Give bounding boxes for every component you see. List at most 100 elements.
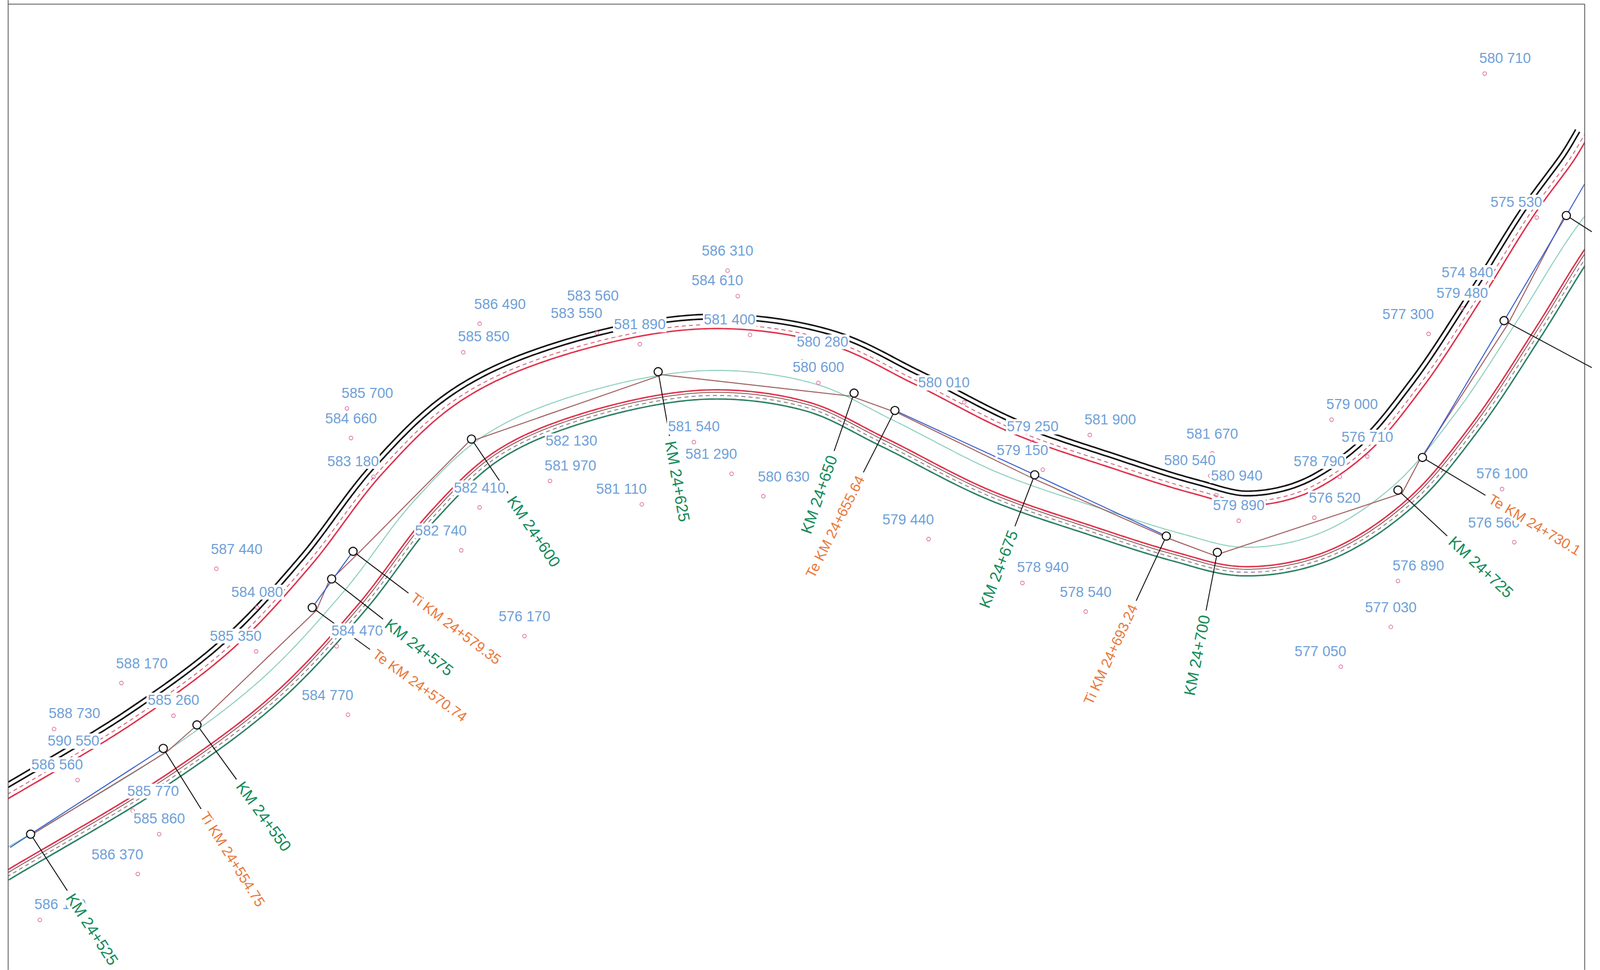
leader-line <box>834 396 853 451</box>
survey-point <box>725 268 730 273</box>
elevation-label: 585 770 <box>126 783 181 799</box>
elevation-label: 583 550 <box>549 305 604 321</box>
elevation-label: 576 520 <box>1308 490 1362 506</box>
elevation-label: 581 970 <box>543 458 598 473</box>
elevation-label: 584 470 <box>330 623 384 638</box>
survey-point <box>1312 515 1316 520</box>
leader-line <box>863 414 893 473</box>
elevation-label: 586 370 <box>90 846 145 862</box>
station-label: KM 24+675 <box>975 526 1022 611</box>
elevation-label: 576 890 <box>1391 558 1446 573</box>
survey-point <box>477 505 482 509</box>
elevation-label: 588 170 <box>114 655 169 671</box>
station-marker <box>467 434 476 443</box>
elevation-label: 585 260 <box>146 692 201 708</box>
survey-point <box>345 712 350 717</box>
survey-point <box>1365 454 1370 459</box>
survey-point <box>254 648 259 653</box>
elevation-label: 581 890 <box>613 316 667 332</box>
elevation-label: 580 940 <box>1209 468 1264 483</box>
station-marker <box>1418 453 1427 462</box>
survey-point <box>461 350 465 354</box>
elevation-label: 579 440 <box>881 512 936 527</box>
elevation-label: 579 250 <box>1006 418 1060 434</box>
station-marker <box>1030 470 1039 479</box>
survey-point <box>747 332 752 337</box>
road-edge <box>7 129 1576 808</box>
elevation-label: 577 300 <box>1381 306 1436 322</box>
elevation-label: 579 480 <box>1435 285 1490 301</box>
elevation-label: 582 740 <box>414 523 469 538</box>
survey-point <box>157 832 161 836</box>
leader-line <box>165 751 201 809</box>
elevation-label: 579 150 <box>995 442 1050 458</box>
elevation-label: 585 700 <box>340 385 395 401</box>
elevation-label: 580 010 <box>917 375 972 390</box>
survey-line <box>894 410 1167 536</box>
leader-line <box>334 581 383 619</box>
elevation-label: 581 400 <box>702 312 757 327</box>
elevation-label: 585 860 <box>132 810 187 826</box>
station-marker <box>654 367 663 376</box>
leader-line <box>1507 322 1592 368</box>
survey-point <box>1512 540 1516 544</box>
leader-line <box>199 727 237 780</box>
survey-point <box>171 713 176 718</box>
survey-point <box>1020 580 1025 585</box>
elevation-label: 576 710 <box>1340 429 1395 445</box>
road-edge <box>8 171 1585 880</box>
survey-point <box>640 502 644 507</box>
station-marker <box>327 574 336 583</box>
station-marker <box>349 546 358 555</box>
design-edge <box>7 166 1585 872</box>
survey-point <box>38 917 42 922</box>
curve-point-label: Ti KM 24+693.24 <box>1080 600 1141 708</box>
survey-point <box>371 474 376 479</box>
elevation-label: 575 530 <box>1489 194 1544 210</box>
survey-point <box>135 871 140 876</box>
survey-point <box>637 342 642 346</box>
survey-point <box>816 380 821 385</box>
survey-point <box>1534 215 1539 220</box>
elevation-label: 580 710 <box>1478 50 1533 66</box>
station-label: KM 24+525 <box>62 889 123 969</box>
survey-point <box>962 400 967 405</box>
station-label: KM 24+550 <box>232 777 296 856</box>
survey-point <box>926 536 931 541</box>
survey-line <box>1422 183 1585 457</box>
sheet-frame <box>7 3 1585 5</box>
survey-point <box>547 478 552 483</box>
survey-point <box>1388 624 1393 629</box>
elevation-label: 581 540 <box>666 418 721 434</box>
survey-point <box>1426 332 1431 336</box>
existing-road <box>27 218 1563 837</box>
leader-line <box>1401 492 1448 536</box>
survey-point <box>1214 492 1219 497</box>
station-marker <box>193 720 201 729</box>
station-marker <box>890 406 899 415</box>
survey-point <box>334 644 339 648</box>
elevation-label: 579 890 <box>1211 497 1266 513</box>
elevation-label: 577 030 <box>1364 599 1419 615</box>
survey-point <box>52 726 57 731</box>
leader-line <box>1015 478 1034 526</box>
survey-point <box>1500 487 1504 491</box>
survey-point <box>1088 432 1092 437</box>
elevation-label: 586 310 <box>700 243 755 259</box>
survey-point <box>761 494 766 498</box>
elevation-label: 581 110 <box>595 481 648 497</box>
station-marker <box>849 388 858 397</box>
elevation-label: 586 560 <box>30 756 85 772</box>
elevation-label: 581 290 <box>684 446 739 462</box>
elevation-label: 583 180 <box>326 453 381 469</box>
survey-point <box>119 680 124 685</box>
elevation-label: 578 940 <box>1016 559 1071 575</box>
elevation-label: 578 540 <box>1058 584 1113 600</box>
elevation-label: 581 670 <box>1185 426 1240 442</box>
elevation-label: 584 660 <box>324 410 379 426</box>
leader-line <box>356 553 409 593</box>
design-edge <box>7 168 1585 875</box>
elevation-label: 584 770 <box>300 687 355 703</box>
survey-point <box>1040 467 1045 472</box>
